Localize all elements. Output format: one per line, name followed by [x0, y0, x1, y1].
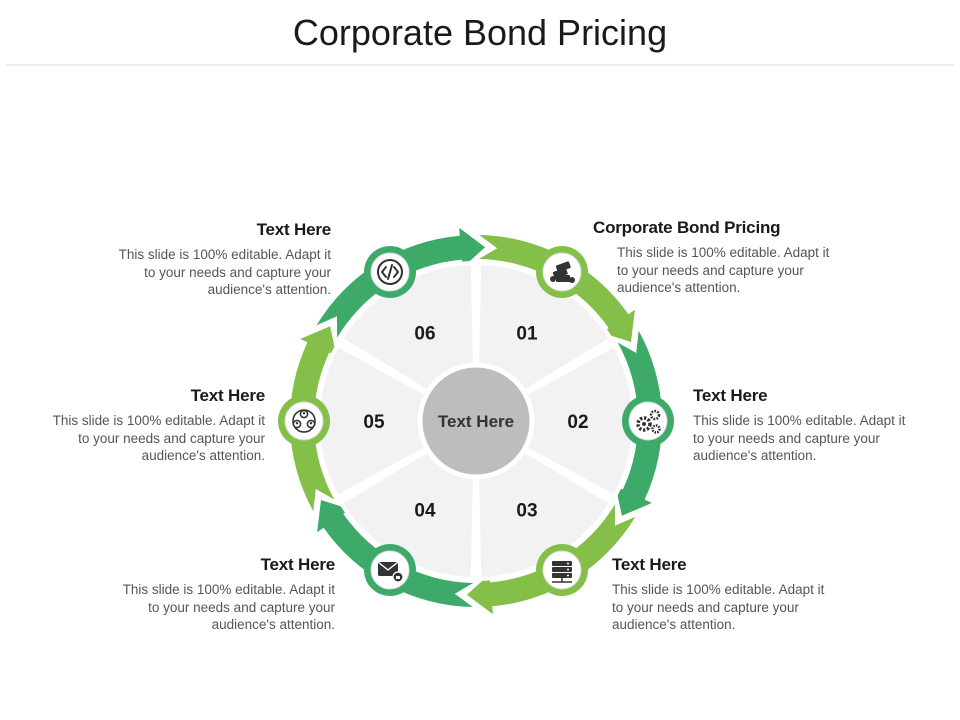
center-label: Text Here [438, 412, 514, 431]
code-icon [377, 259, 403, 285]
gears-icon [636, 409, 661, 434]
callout-05-heading: Text Here [190, 386, 266, 405]
server-icon [552, 561, 572, 583]
badge-02 [622, 395, 674, 447]
segment-number-04: 04 [414, 500, 436, 521]
callout-01-body: This slide is 100% editable. Adapt it to… [617, 245, 830, 295]
callout-04-heading: Text Here [260, 555, 336, 574]
callout-03-heading: Text Here [612, 555, 687, 574]
ring-arrow-01 [478, 235, 635, 342]
callout-06-body: This slide is 100% editable. Adapt it to… [118, 247, 331, 297]
segment-numbers: 01 02 03 04 05 06 [363, 324, 588, 522]
money-stack-icon [550, 261, 575, 283]
email-lock-icon [377, 561, 404, 583]
ring-arrow-04 [317, 500, 474, 607]
callout-04: Text Here This slide is 100% editable. A… [110, 555, 336, 634]
slide-title: Corporate Bond Pricing [292, 12, 668, 53]
callout-03: Text Here This slide is 100% editable. A… [612, 555, 837, 634]
ring-arrow-06 [316, 227, 486, 338]
callout-06-heading: Text Here [256, 220, 332, 239]
callout-05: Text Here This slide is 100% editable. A… [40, 386, 266, 465]
callout-06: Text Here This slide is 100% editable. A… [106, 220, 332, 299]
network-people-icon [292, 409, 316, 433]
badge-04 [364, 544, 416, 596]
callout-03-body: This slide is 100% editable. Adapt it to… [612, 582, 825, 632]
center-hub [417, 362, 535, 480]
callout-05-body: This slide is 100% editable. Adapt it to… [52, 413, 265, 463]
callout-01-heading: Corporate Bond Pricing [593, 218, 781, 237]
icon-badges [278, 246, 674, 596]
segment-number-01: 01 [516, 324, 538, 345]
title-divider [6, 64, 954, 66]
segment-number-06: 06 [414, 324, 435, 345]
badge-06 [364, 246, 416, 298]
badge-05 [278, 395, 330, 447]
callout-02-body: This slide is 100% editable. Adapt it to… [693, 413, 906, 463]
segment-number-03: 03 [516, 500, 537, 521]
callout-04-body: This slide is 100% editable. Adapt it to… [122, 582, 335, 632]
callout-01: Corporate Bond Pricing This slide is 100… [593, 218, 843, 297]
badge-03 [536, 544, 588, 596]
badge-01 [536, 246, 588, 298]
segment-number-05: 05 [363, 412, 385, 433]
callout-02-heading: Text Here [693, 386, 768, 405]
callout-02: Text Here This slide is 100% editable. A… [693, 386, 918, 465]
segment-number-02: 02 [567, 412, 588, 433]
ring-arrow-03 [466, 504, 636, 615]
